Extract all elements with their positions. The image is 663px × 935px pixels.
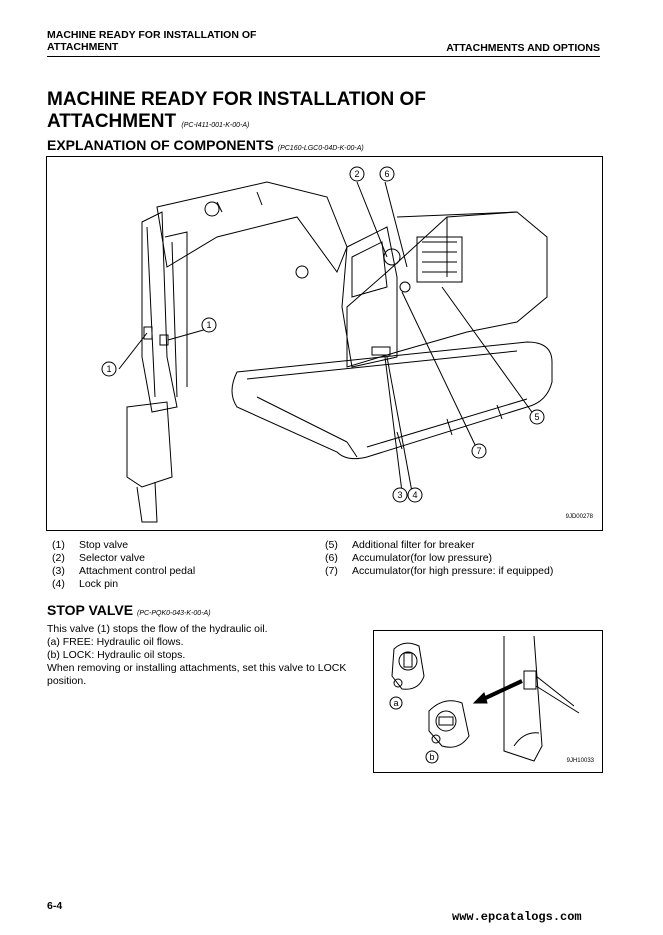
figure1-ref: 9JD00278	[566, 514, 594, 520]
list-item: (5)Additional filter for breaker	[325, 539, 475, 551]
callout-2-marker	[349, 166, 365, 182]
section-heading-components-text: EXPLANATION OF COMPONENTS	[47, 137, 274, 153]
running-header-line1: MACHINE READY FOR INSTALLATION OF	[47, 29, 257, 41]
excavator-drawing: 1 1 2 6 5 7 3 4 9JD00278	[101, 166, 594, 523]
label-a-marker	[389, 696, 403, 710]
callout-5-marker	[529, 409, 545, 425]
page-number: 6-4	[47, 900, 63, 912]
callout-2: 2	[354, 169, 359, 179]
callout-1-right-marker	[201, 317, 217, 333]
watermark: www.epcatalogs.com	[452, 910, 582, 924]
running-header-line2: ATTACHMENT	[47, 41, 119, 53]
body-line: (b) LOCK: Hydraulic oil stops.	[47, 649, 186, 661]
section-heading-stop-valve-code: (PC-PQK0-043-K-00-A)	[137, 610, 211, 617]
callout-7: 7	[476, 446, 481, 456]
page-title: MACHINE READY FOR INSTALLATION OF ATTACH…	[47, 89, 426, 137]
section-heading-components: EXPLANATION OF COMPONENTS (PC160-LGC0-04…	[47, 137, 364, 153]
label-a: a	[393, 698, 398, 708]
label-b-marker	[425, 750, 439, 764]
list-item: (4)Lock pin	[52, 578, 119, 590]
figure2-ref: 9JH10033	[567, 758, 595, 764]
callout-3-marker	[392, 487, 408, 503]
section-heading-components-code: (PC160-LGC0-04D-K-00-A)	[277, 145, 364, 152]
stop-valve-figure: a b 9JH10033	[373, 630, 603, 773]
stop-valve-drawing: a b 9JH10033	[389, 635, 595, 764]
callout-1-left-marker	[101, 361, 117, 377]
page-title-line2-text: ATTACHMENT	[47, 111, 177, 132]
callout-4: 4	[412, 490, 417, 500]
header-rule	[47, 56, 600, 57]
callout-3: 3	[397, 490, 402, 500]
list-item: (7)Accumulator(for high pressure: if equ…	[325, 565, 554, 577]
body-line: (a) FREE: Hydraulic oil flows.	[47, 636, 184, 648]
callout-6-marker	[379, 166, 395, 182]
section-heading-stop-valve: STOP VALVE (PC-PQK0-043-K-00-A)	[47, 602, 211, 618]
callout-7-marker	[471, 443, 487, 459]
list-item: (2)Selector valve	[52, 552, 145, 564]
callout-4-marker	[407, 487, 423, 503]
callout-5: 5	[534, 412, 539, 422]
callout-1-left: 1	[106, 364, 111, 374]
page-title-line1: MACHINE READY FOR INSTALLATION OF	[47, 89, 426, 110]
label-b: b	[429, 752, 434, 762]
list-item: (6)Accumulator(for low pressure)	[325, 552, 493, 564]
running-header-section: ATTACHMENTS AND OPTIONS	[446, 42, 600, 54]
running-header-title: MACHINE READY FOR INSTALLATION OF ATTACH…	[47, 29, 256, 53]
callout-6: 6	[384, 169, 389, 179]
body-line: This valve (1) stops the flow of the hyd…	[47, 623, 268, 635]
page-title-code: (PC-I411-001-K-00-A)	[181, 122, 250, 129]
list-item: (1)Stop valve	[52, 539, 129, 551]
body-line: position.	[47, 675, 87, 687]
stop-valve-description: This valve (1) stops the flow of the hyd…	[47, 623, 367, 688]
body-line: When removing or installing attachments,…	[47, 662, 347, 674]
section-heading-stop-valve-text: STOP VALVE	[47, 602, 134, 618]
components-figure: 1 1 2 6 5 7 3 4 9JD00278	[46, 156, 603, 531]
page-title-line2: ATTACHMENT (PC-I411-001-K-00-A)	[47, 111, 426, 137]
list-item: (3)Attachment control pedal	[52, 565, 196, 577]
callout-1-right: 1	[206, 320, 211, 330]
